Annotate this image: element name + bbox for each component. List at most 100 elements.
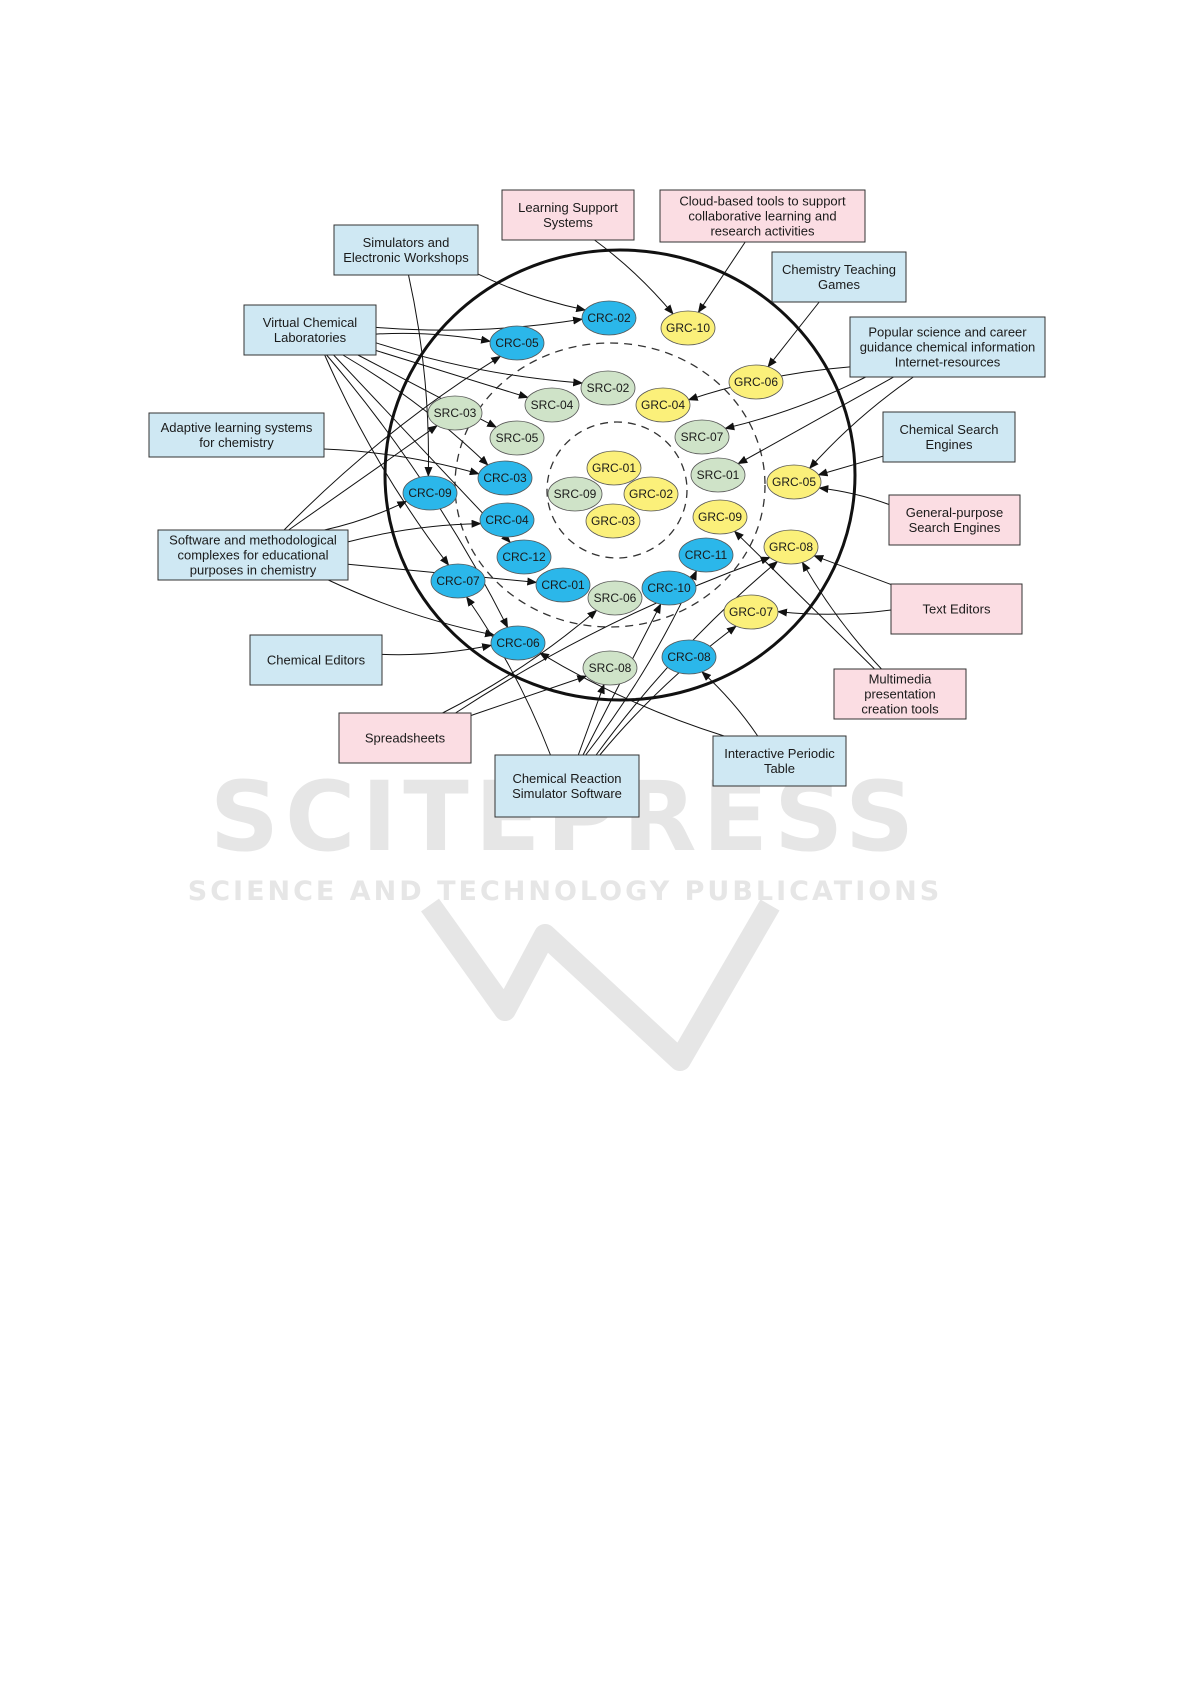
- node-shape: [763, 529, 819, 565]
- edge-te-to-grc-08: [813, 555, 892, 585]
- node-shape: [582, 650, 638, 686]
- tool-box-label-line: Simulators and: [363, 235, 450, 250]
- tool-box-label-line: Table: [764, 761, 795, 776]
- node-label: GRC-05: [772, 475, 816, 489]
- node-shape: [586, 450, 642, 486]
- tool-box-rect: [771, 251, 907, 303]
- tool-box-label-line: creation tools: [861, 702, 939, 717]
- node-src-04: SRC-04: [524, 387, 580, 423]
- node-shape: [692, 499, 748, 535]
- tool-box-rect: [494, 754, 640, 818]
- node-shape: [580, 370, 636, 406]
- node-shape: [690, 457, 746, 493]
- tool-box-label-line: Games: [818, 277, 860, 292]
- node-label: GRC-08: [769, 540, 813, 554]
- watermark-subtitle: SCIENCE AND TECHNOLOGY PUBLICATIONS: [188, 876, 942, 907]
- node-crc-05: CRC-05: [489, 325, 545, 361]
- node-grc-04: GRC-04: [635, 387, 691, 423]
- tool-box-label-line: guidance chemical information: [860, 340, 1036, 355]
- tool-box-rect: [890, 583, 1023, 635]
- tool-box-label-line: Popular science and career: [868, 325, 1027, 340]
- tool-box-label-line: Laboratories: [274, 330, 347, 345]
- node-shape: [678, 537, 734, 573]
- node-crc-08: CRC-08: [661, 639, 717, 675]
- tool-box-rect: [849, 316, 1046, 378]
- node-label: SRC-05: [496, 431, 539, 445]
- edge-smc-to-crc-05: [283, 355, 502, 531]
- edge-te-to-grc-07: [777, 608, 892, 617]
- tool-box-rect: [712, 735, 847, 787]
- node-grc-07: GRC-07: [723, 594, 779, 630]
- edge-ctg-to-grc-06: [767, 301, 820, 368]
- node-crc-11: CRC-11: [678, 537, 734, 573]
- edge-ipt-to-crc-06: [539, 652, 725, 737]
- node-shape: [489, 420, 545, 456]
- node-label: GRC-03: [591, 514, 635, 528]
- tool-box-label-line: Search Engines: [909, 520, 1001, 535]
- edge-ss-to-src-08: [470, 675, 588, 716]
- node-src-01: SRC-01: [690, 457, 746, 493]
- node-label: GRC-01: [592, 461, 636, 475]
- node-shape: [728, 364, 784, 400]
- node-crc-03: CRC-03: [477, 460, 533, 496]
- tool-box-rect: [338, 712, 472, 764]
- node-label: CRC-04: [485, 513, 529, 527]
- node-crc-07: CRC-07: [430, 563, 486, 599]
- tool-box-label-line: Chemical Editors: [267, 653, 366, 668]
- node-label: CRC-05: [495, 336, 539, 350]
- node-shape: [496, 539, 552, 575]
- node-shape: [402, 475, 458, 511]
- edge-pop-to-src-01: [737, 376, 894, 465]
- node-grc-05: GRC-05: [766, 464, 822, 500]
- inner-circle-core: [546, 421, 688, 559]
- node-label: SRC-01: [697, 468, 740, 482]
- tool-box-label-line: for chemistry: [199, 435, 274, 450]
- tool-box-rect: [243, 304, 377, 356]
- node-shape: [585, 503, 641, 539]
- node-grc-02: GRC-02: [623, 476, 679, 512]
- tool-box-label-line: Simulator Software: [512, 786, 622, 801]
- tool-box-ce: Chemical Editors: [249, 634, 383, 686]
- middle-circle-subject: [454, 342, 766, 628]
- node-label: CRC-10: [647, 581, 691, 595]
- tool-box-label-line: Cloud-based tools to support: [679, 194, 846, 209]
- node-grc-06: GRC-06: [728, 364, 784, 400]
- node-shape: [430, 563, 486, 599]
- node-shape: [479, 502, 535, 538]
- tool-box-label-line: Chemical Search: [900, 422, 999, 437]
- tool-box-label-line: Electronic Workshops: [343, 250, 469, 265]
- tool-box-rect: [833, 668, 967, 720]
- node-shape: [427, 395, 483, 431]
- node-shape: [623, 476, 679, 512]
- tool-box-label-line: Software and methodological: [169, 533, 337, 548]
- tool-box-label-line: purposes in chemistry: [190, 563, 317, 578]
- node-label: GRC-02: [629, 487, 673, 501]
- node-crc-09: CRC-09: [402, 475, 458, 511]
- tool-box-rect: [659, 189, 866, 243]
- node-src-06: SRC-06: [587, 580, 643, 616]
- node-src-02: SRC-02: [580, 370, 636, 406]
- node-label: CRC-01: [541, 578, 585, 592]
- tool-box-rect: [148, 412, 325, 458]
- node-label: CRC-03: [483, 471, 527, 485]
- watermark-logo-mark: [421, 898, 780, 1071]
- tool-box-rect: [249, 634, 383, 686]
- tool-box-rect: [501, 189, 635, 241]
- node-label: SRC-07: [681, 430, 724, 444]
- edge-smc-to-crc-06: [328, 579, 496, 638]
- node-label: GRC-09: [698, 510, 742, 524]
- tool-box-cloud: Cloud-based tools to supportcollaborativ…: [659, 189, 866, 243]
- tool-box-label-line: Chemistry Teaching: [782, 262, 896, 277]
- node-crc-06: CRC-06: [490, 625, 546, 661]
- node-label: GRC-06: [734, 375, 778, 389]
- node-grc-01: GRC-01: [586, 450, 642, 486]
- edge-smc-to-src-03: [288, 425, 438, 531]
